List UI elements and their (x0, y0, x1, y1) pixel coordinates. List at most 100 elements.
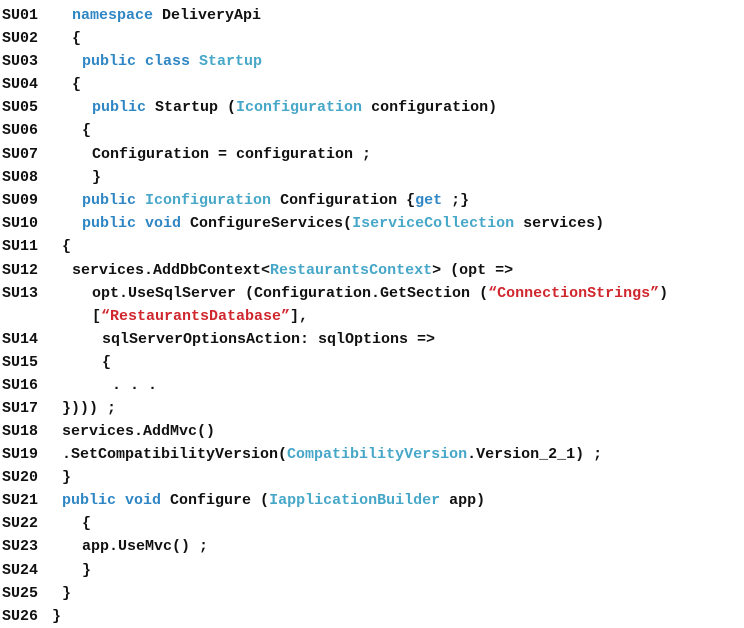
text-token: { (82, 515, 92, 532)
type-token: Iconfiguration (145, 192, 272, 209)
text-token: ], (290, 308, 309, 325)
string-token: “ConnectionStrings” (488, 285, 660, 302)
text-token (136, 192, 145, 209)
type-token: CompatibilityVersion (287, 446, 468, 463)
text-token: services) (514, 215, 605, 232)
keyword-token: public void (82, 215, 182, 232)
text-token: } (52, 608, 62, 625)
code-text: }))) ; (62, 397, 116, 420)
code-text: namespace DeliveryApi (72, 4, 261, 27)
text-token (190, 53, 199, 70)
code-text: { (82, 512, 91, 535)
text-token: { (72, 30, 82, 47)
text-token: services.AddDbContext< (72, 262, 271, 279)
text-token: Configuration = configuration ; (92, 146, 372, 163)
keyword-token: public void (62, 492, 162, 509)
line-number: SU14 (2, 331, 39, 348)
line-number: SU08 (2, 169, 39, 186)
code-text: } (62, 582, 71, 605)
text-token: { (102, 354, 112, 371)
text-token: Configuration { (271, 192, 416, 209)
text-token: . . . (112, 377, 158, 394)
code-text: [“RestaurantsDatabase”], (92, 305, 308, 328)
text-token: ConfigureServices( (181, 215, 353, 232)
code-text: } (52, 605, 61, 628)
code-text: public Iconfiguration Configuration {get… (82, 189, 469, 212)
code-text: services.AddDbContext<RestaurantsContext… (72, 259, 513, 282)
text-token: Configure ( (161, 492, 270, 509)
line-number: SU16 (2, 377, 39, 394)
line-number: SU03 (2, 53, 39, 70)
code-text: } (62, 466, 71, 489)
code-text: public Startup (Iconfiguration configura… (92, 96, 497, 119)
text-token: { (72, 76, 82, 93)
text-token: } (82, 562, 92, 579)
keyword-token: namespace (72, 7, 154, 24)
line-number: SU20 (2, 469, 39, 486)
line-number: SU26 (2, 608, 39, 625)
code-text: { (62, 235, 71, 258)
line-number: SU22 (2, 515, 39, 532)
code-text: sqlServerOptionsAction: sqlOptions => (102, 328, 435, 351)
line-number: SU18 (2, 423, 39, 440)
text-token: DeliveryApi (153, 7, 262, 24)
keyword-token: public class (82, 53, 191, 70)
code-text: } (82, 559, 91, 582)
line-number: SU24 (2, 562, 39, 579)
code-text: .SetCompatibilityVersion(CompatibilityVe… (62, 443, 602, 466)
text-token: configuration) (362, 99, 498, 116)
text-token: { (82, 122, 92, 139)
code-text: public void Configure (IapplicationBuild… (62, 489, 485, 512)
line-number: SU07 (2, 146, 39, 163)
keyword-token: public (92, 99, 147, 116)
line-number: SU21 (2, 492, 39, 509)
line-number: SU15 (2, 354, 39, 371)
text-token: > (opt => (432, 262, 514, 279)
line-number: SU06 (2, 122, 39, 139)
type-token: IserviceCollection (352, 215, 515, 232)
line-number: SU01 (2, 7, 39, 24)
string-token: “RestaurantsDatabase” (101, 308, 291, 325)
keyword-token: public (82, 192, 137, 209)
line-number: SU10 (2, 215, 39, 232)
text-token: sqlServerOptionsAction: sqlOptions => (102, 331, 436, 348)
text-token: ;} (442, 192, 470, 209)
code-text: public void ConfigureServices(IserviceCo… (82, 212, 604, 235)
line-number: SU17 (2, 400, 39, 417)
line-number: SU23 (2, 538, 39, 555)
line-number: SU11 (2, 238, 39, 255)
line-number: SU05 (2, 99, 39, 116)
text-token: { (62, 238, 72, 255)
code-text: { (82, 119, 91, 142)
type-token: Startup (199, 53, 263, 70)
text-token: services.AddMvc() (62, 423, 216, 440)
line-number: SU25 (2, 585, 39, 602)
code-text: app.UseMvc() ; (82, 535, 208, 558)
text-token: Startup ( (146, 99, 237, 116)
code-text: . . . (112, 374, 157, 397)
line-number: SU19 (2, 446, 39, 463)
code-text: Configuration = configuration ; (92, 143, 371, 166)
keyword-token: get (415, 192, 443, 209)
code-text: } (92, 166, 101, 189)
code-text: { (72, 27, 81, 50)
text-token: app.UseMvc() ; (82, 538, 209, 555)
text-token: opt.UseSqlServer (Configuration.GetSecti… (92, 285, 489, 302)
text-token: .SetCompatibilityVersion( (62, 446, 288, 463)
text-token: } (92, 169, 102, 186)
code-text: { (102, 351, 111, 374)
line-number: SU02 (2, 30, 39, 47)
type-token: IapplicationBuilder (269, 492, 441, 509)
type-token: Iconfiguration (236, 99, 363, 116)
line-number: SU04 (2, 76, 39, 93)
text-token: .Version_2_1) ; (467, 446, 603, 463)
text-token: app) (440, 492, 486, 509)
text-token: } (62, 585, 72, 602)
text-token: [ (92, 308, 102, 325)
line-number: SU09 (2, 192, 39, 209)
text-token: ) (659, 285, 669, 302)
code-text: opt.UseSqlServer (Configuration.GetSecti… (92, 282, 668, 305)
text-token: }))) ; (62, 400, 117, 417)
line-number: SU12 (2, 262, 39, 279)
